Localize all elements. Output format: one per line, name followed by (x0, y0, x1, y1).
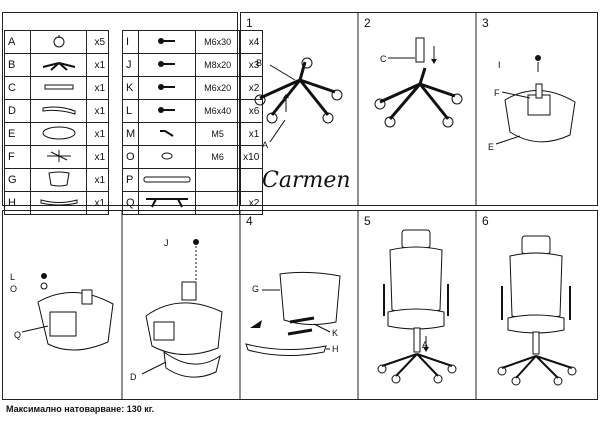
armrest-mount-drawing (141, 239, 223, 378)
backrest-drawing (245, 271, 341, 357)
part-row: D x1 (4, 99, 109, 123)
seat-mechanism-drawing (495, 55, 576, 145)
step-3-label-f: F (494, 88, 500, 98)
part-qty: x2 (239, 191, 264, 215)
part-qty: x4 (239, 30, 264, 54)
step-3-label-i: I (498, 60, 501, 70)
brand-logo: Carmen (262, 168, 351, 193)
step-1-label-b: B (256, 58, 263, 68)
washer-icon (138, 145, 197, 169)
part-row: O M6 x10 (121, 145, 264, 169)
part-letter: B (4, 53, 31, 77)
part-row: M M5 x1 (121, 122, 264, 146)
step-2-number: 2 (364, 16, 371, 30)
part-size: M6 (195, 145, 241, 169)
step-4-number: 4 (246, 214, 253, 228)
gas-lift-drawing (374, 37, 463, 128)
step-6-number: 6 (482, 214, 489, 228)
assembled-chair-back-drawing (497, 235, 577, 386)
part-letter: G (4, 168, 31, 192)
part-letter: F (4, 145, 31, 169)
part-row: F x1 (4, 145, 109, 169)
part-letter: Q (121, 191, 140, 215)
allen-key-icon (138, 122, 197, 146)
part-row: H x1 (4, 191, 109, 215)
part-size: M8x20 (195, 53, 241, 77)
part-row: J M8x20 x3 (121, 53, 264, 77)
step-a-label-o: O (10, 284, 18, 294)
part-row: Q x2 (121, 191, 264, 215)
step-b-label-j: J (164, 238, 169, 248)
part-qty: x1 (86, 191, 109, 215)
part-row: E x1 (4, 122, 109, 146)
step-4-label-h: H (332, 344, 339, 354)
backrest-icon (30, 168, 87, 192)
part-qty: x2 (239, 76, 264, 100)
part-row: G x1 (4, 168, 109, 192)
part-letter: P (121, 168, 140, 192)
panel-icon (138, 168, 197, 192)
seat-icon (30, 122, 87, 146)
assembled-chair-front-drawing (377, 229, 457, 384)
step-1-number: 1 (246, 16, 253, 30)
step-b-label-d: D (130, 372, 137, 382)
part-letter: J (121, 53, 140, 77)
step-4-label-g: G (252, 284, 260, 294)
part-row: L M6x40 x6 (121, 99, 264, 123)
star-base-drawing (254, 57, 343, 143)
part-qty: x1 (239, 122, 264, 146)
step-3-number: 3 (482, 16, 489, 30)
arm-bracket-drawing (21, 273, 114, 351)
bolt-icon (138, 99, 197, 123)
step-5-number: 5 (364, 214, 371, 228)
max-load-note: Максимално натоварване: 130 кг. (6, 404, 155, 414)
step-5-label-a: A (422, 340, 429, 350)
part-size (195, 191, 241, 215)
part-row: K M6x20 x2 (121, 76, 264, 100)
step-4-label-k: K (332, 328, 339, 338)
bracket-icon (138, 191, 197, 215)
step-a-label-q: Q (14, 330, 22, 340)
star-base-icon (30, 53, 87, 77)
step-a-label-l: L (10, 272, 16, 282)
part-qty: x1 (86, 122, 109, 146)
step-1-label-a: A (262, 140, 269, 150)
back-cover-icon (30, 191, 87, 215)
part-letter: C (4, 76, 31, 100)
step-3-label-e: E (488, 142, 495, 152)
step-2-label-c: C (380, 54, 387, 64)
